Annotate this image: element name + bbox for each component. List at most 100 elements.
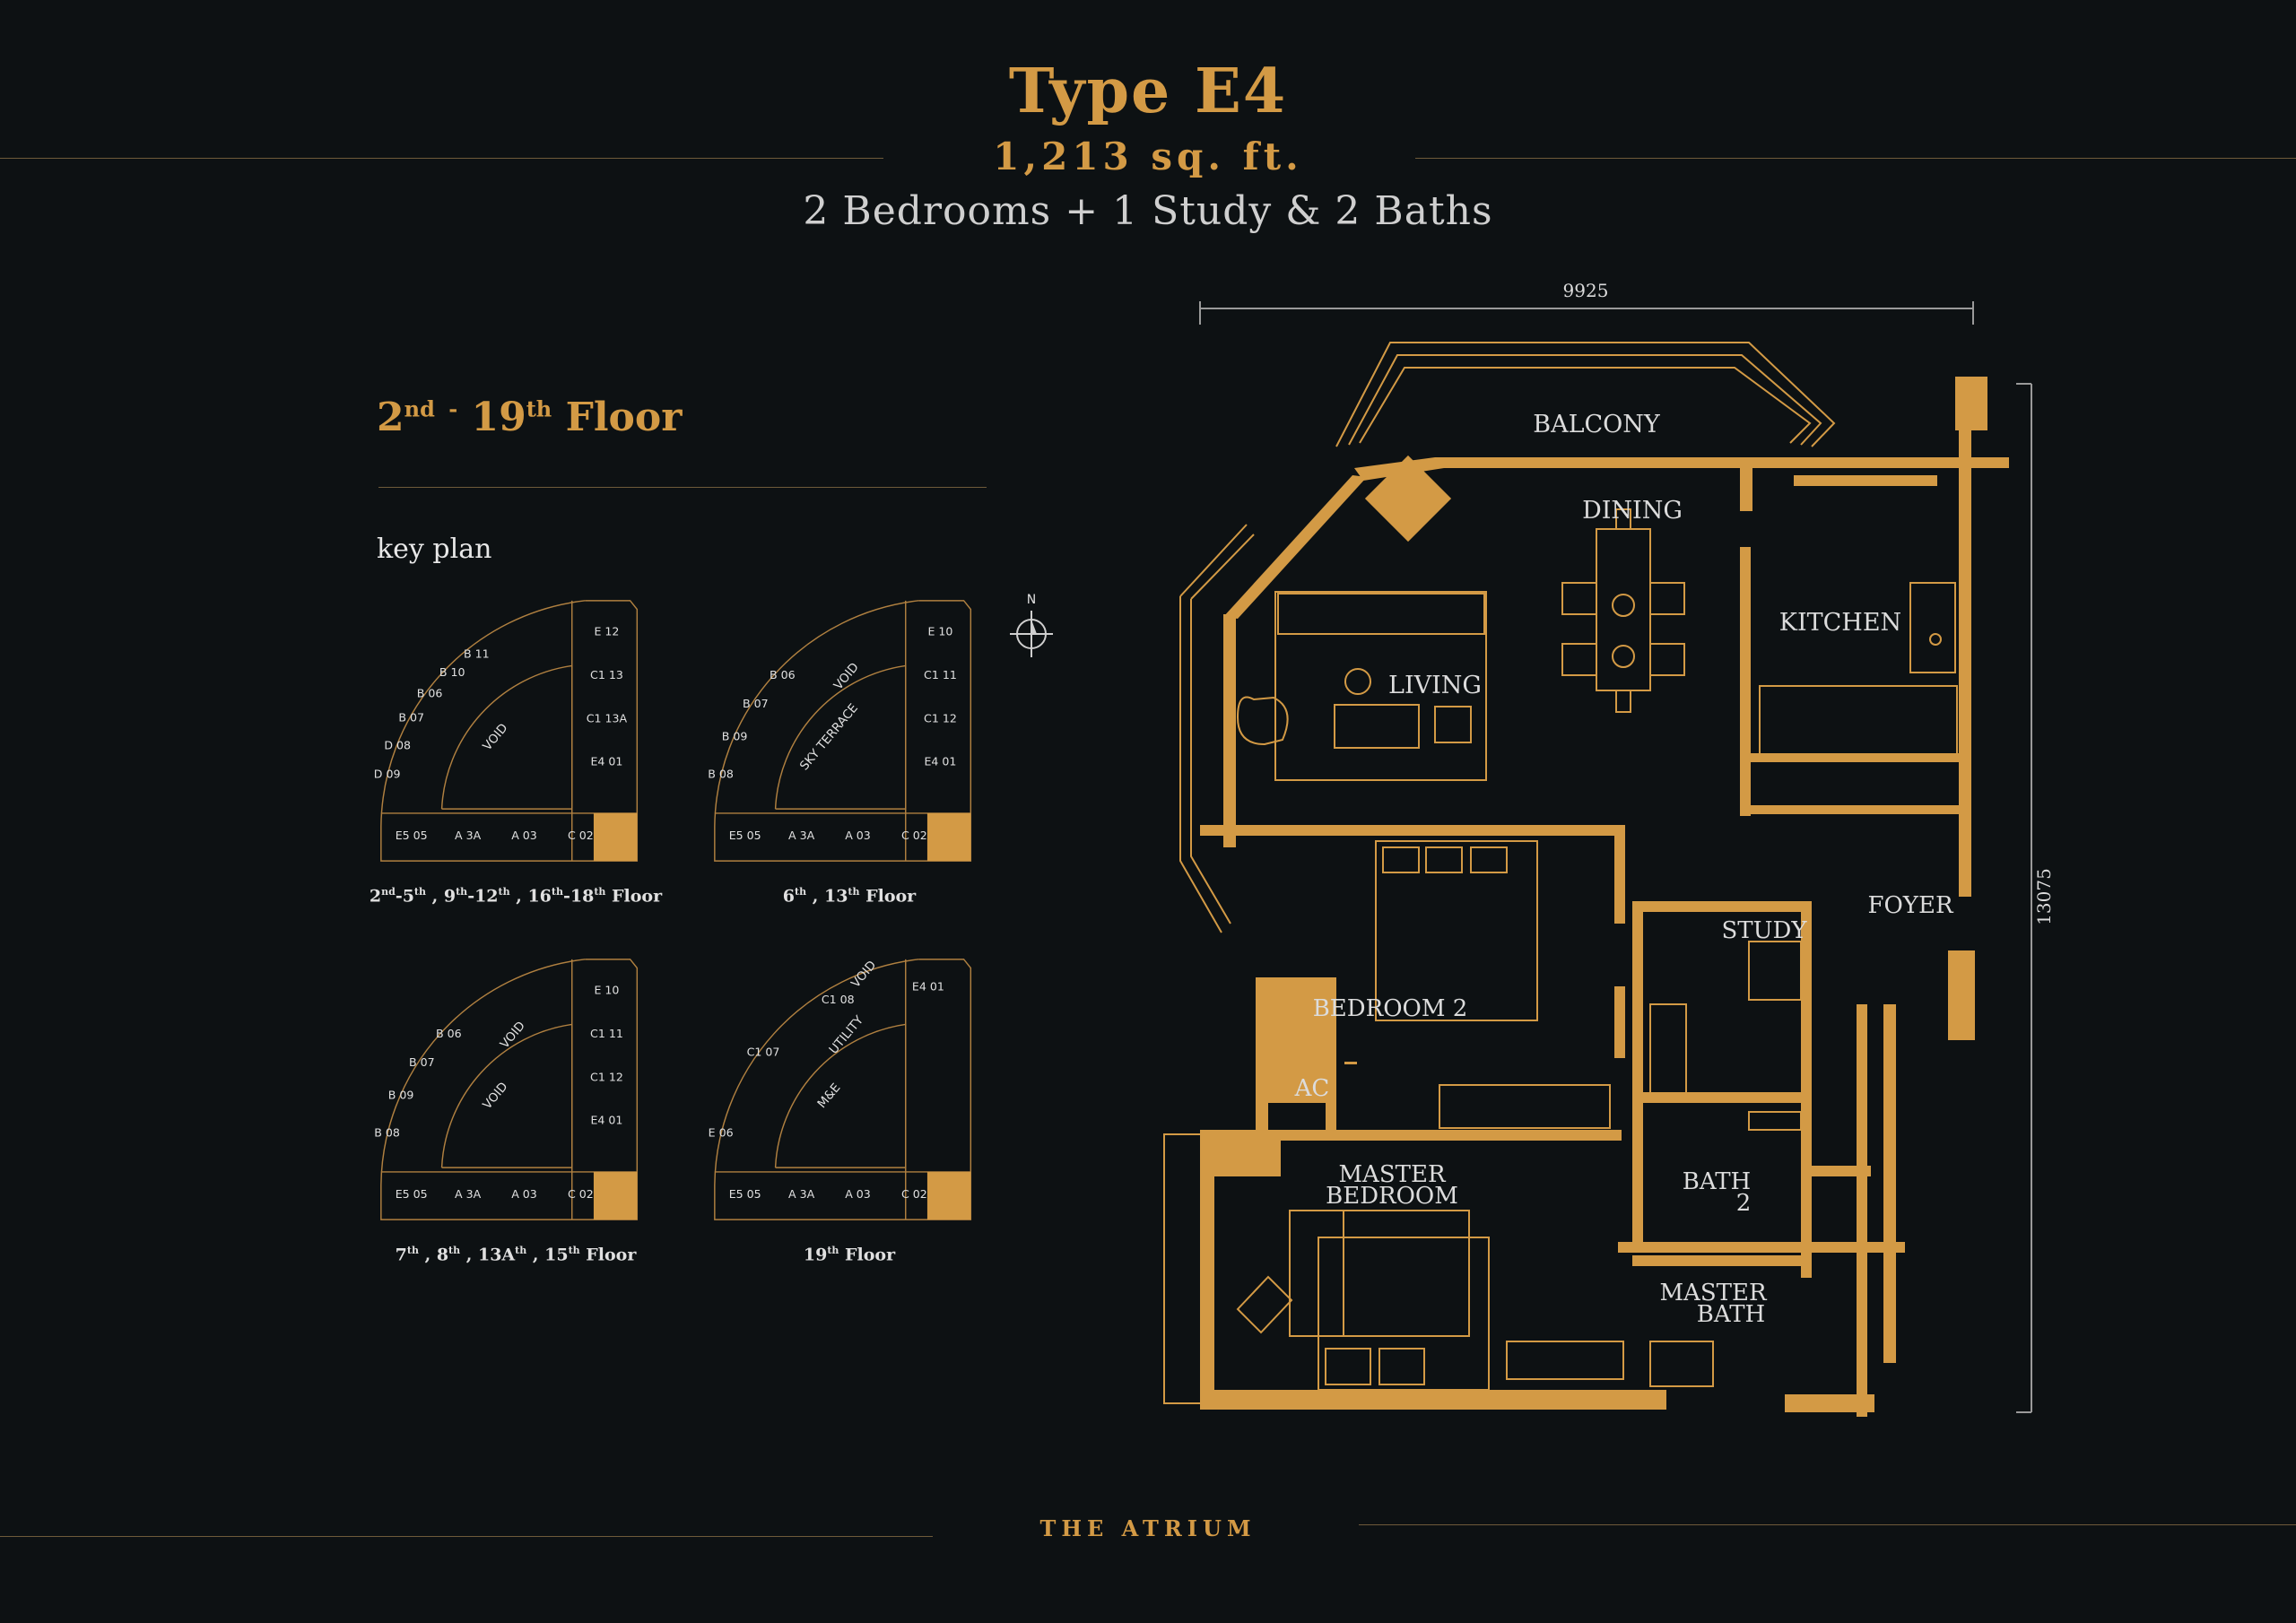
caption-suffix: th [448, 1245, 461, 1256]
caption-part: , 16 [509, 886, 552, 907]
header-rule-left [0, 158, 883, 159]
caption-suffix: th [551, 886, 563, 898]
key-plan-unit: C 02 [568, 829, 594, 842]
caption-part: , 8 [418, 1245, 449, 1265]
key-plan-unit: C 02 [901, 1187, 927, 1201]
key-plan-unit: E4 01 [590, 755, 622, 768]
key-plan-unit: E5 05 [396, 829, 428, 842]
key-plan-unit: E 06 [709, 1125, 734, 1139]
balcony-outline [1335, 342, 1836, 447]
furniture [1236, 508, 1958, 1391]
caption-part: 2 [369, 886, 382, 907]
caption-part: , 15 [526, 1245, 569, 1265]
key-plan-unit: B 06 [417, 686, 443, 699]
key-plan-highlight-e4 [593, 1171, 638, 1220]
key-plan-unit: B 06 [436, 1027, 462, 1040]
room-kitchen: KITCHEN [1779, 609, 1901, 637]
room-bath-2-line1: BATH [1683, 1168, 1751, 1195]
room-bedroom-2: BEDROOM 2 [1313, 995, 1468, 1022]
key-plan-unit: E 10 [927, 625, 952, 638]
room-master-bedroom-line2: BEDROOM [1326, 1183, 1458, 1210]
caption-part: , 9 [426, 886, 457, 907]
project-name: THE ATRIUM [1039, 1515, 1257, 1541]
room-dining: DINING [1582, 497, 1683, 525]
caption-part: -18 [563, 886, 595, 907]
floor-to: 19 [471, 395, 526, 440]
key-plan-highlight-e4 [926, 812, 971, 862]
key-plan-area-label: M&E [814, 1081, 843, 1111]
floor-separator: - [448, 395, 458, 422]
key-plan-unit: E5 05 [729, 829, 761, 842]
key-plan-unit: D 08 [384, 738, 411, 751]
footer-rule-left [0, 1536, 933, 1537]
header-rule-right [1415, 158, 2296, 159]
key-plan-unit: A 03 [845, 1187, 871, 1201]
compass-icon: N [1010, 593, 1053, 657]
footer-rule-right [1359, 1524, 2296, 1525]
key-plan-unit: B 07 [743, 697, 769, 710]
dimension-lines: 9925 13075 [1199, 280, 2055, 1413]
key-plan-unit: C1 11 [590, 1027, 623, 1040]
unit-configuration: 2 Bedrooms + 1 Study & 2 Baths [803, 188, 1493, 234]
caption-part: -5 [395, 886, 414, 907]
key-plan-unit: C1 13 [590, 668, 623, 681]
window-lines [1163, 462, 1740, 1404]
unit-area: 1,213 sq. ft. [993, 135, 1303, 178]
key-plan-unit: E5 05 [729, 1187, 761, 1201]
key-plan-unit: C1 07 [747, 1045, 780, 1058]
key-plan-area-label: VOID [848, 958, 879, 990]
key-plan-unit: E5 05 [396, 1187, 428, 1201]
caption-part: Floor [839, 1245, 896, 1265]
key-plan-unit: A 3A [455, 1187, 482, 1201]
key-plan-area-label: SKY TERRACE [797, 701, 861, 773]
room-study: STUDY [1721, 917, 1807, 944]
key-plan-unit: B 06 [770, 668, 796, 681]
room-balcony: BALCONY [1533, 411, 1661, 438]
key-plan-unit: A 03 [511, 829, 537, 842]
caption-suffix: th [456, 886, 468, 898]
key-plan-unit: E 12 [594, 625, 619, 638]
key-plan-caption-3: 7th , 8th , 13Ath , 15th Floor [354, 1245, 677, 1264]
key-plan-unit: A 03 [511, 1187, 537, 1201]
caption-part: Floor [579, 1245, 637, 1265]
key-plan-area-label: UTILITY [827, 1012, 867, 1056]
floor-from-suffix: nd [404, 395, 435, 422]
unit-type-title: Type E4 [1008, 56, 1288, 127]
room-master-bath-line2: BATH [1697, 1301, 1765, 1328]
caption-part: 7 [395, 1245, 407, 1265]
floor-range-heading: 2nd - 19th Floor [377, 395, 682, 440]
key-plan-area-label: VOID [480, 721, 510, 753]
key-plan-unit: C1 11 [924, 668, 957, 681]
key-plan-unit: E4 01 [924, 755, 956, 768]
caption-suffix: th [413, 886, 427, 898]
caption-part: 19 [803, 1245, 828, 1265]
key-plan-highlight-e4 [593, 812, 638, 862]
key-plan-unit: B 11 [464, 647, 490, 661]
caption-suffix: th [498, 886, 510, 898]
room-bath-2-line2: 2 [1736, 1190, 1752, 1217]
floor-to-suffix: th [526, 395, 552, 422]
outer-walls [1200, 377, 2009, 1417]
floor-word: Floor [565, 395, 683, 440]
caption-part: 6 [782, 886, 796, 907]
key-plan-unit: D 09 [374, 767, 401, 780]
room-ac: AC [1294, 1075, 1330, 1102]
width-dimension: 9925 [1563, 280, 1609, 301]
key-plan-caption-1: 2nd-5th , 9th-12th , 16th-18th Floor [354, 886, 677, 906]
key-plan-caption-4: 19th Floor [688, 1245, 1011, 1264]
key-plan-unit: B 09 [722, 730, 748, 743]
room-master-bath-line1: MASTER [1659, 1280, 1768, 1306]
key-plan-unit: B 08 [374, 1125, 400, 1139]
room-living: LIVING [1388, 672, 1482, 699]
caption-suffix: th [568, 1245, 580, 1256]
floor-plan: 9925 13075 [1163, 280, 2055, 1417]
key-plan-unit: A 3A [788, 829, 815, 842]
key-plan-unit: A 3A [455, 829, 482, 842]
key-plan-unit: A 03 [845, 829, 871, 842]
room-foyer: FOYER [1867, 892, 1953, 919]
caption-part: , 13A [460, 1245, 516, 1265]
key-plan-unit: C 02 [901, 829, 927, 842]
